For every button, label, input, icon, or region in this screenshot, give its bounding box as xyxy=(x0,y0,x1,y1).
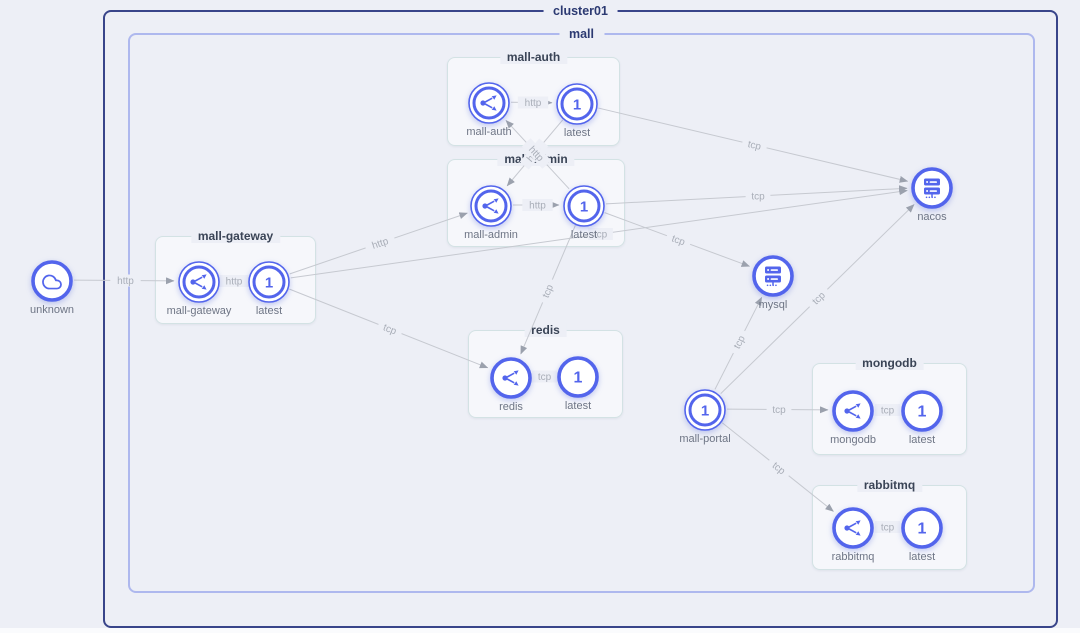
node-nacos: nacos xyxy=(877,165,987,224)
node-mall-auth-svc: mall-auth xyxy=(434,80,544,139)
node-label-rabbitmq-latest: latest xyxy=(908,551,936,563)
node-mall-admin-svc: mall-admin xyxy=(436,183,546,242)
node-circle-nacos[interactable] xyxy=(909,165,955,211)
cluster-cluster01: cluster01 xyxy=(103,4,1058,628)
node-label-redis-svc: redis xyxy=(499,401,523,413)
replica-count-icon: 1 xyxy=(580,198,588,215)
node-circle-rabbitmq-latest[interactable]: 1 xyxy=(899,505,945,551)
node-circle-mongodb-latest[interactable]: 1 xyxy=(899,388,945,434)
node-circle-redis-latest[interactable]: 1 xyxy=(555,354,601,400)
node-mall-gateway-latest: 1 latest xyxy=(214,259,324,318)
node-mysql: mysql xyxy=(718,253,828,312)
node-circle-unknown[interactable] xyxy=(29,258,75,304)
node-redis-latest: 1 latest xyxy=(523,354,633,413)
page-bottom-strip xyxy=(0,628,1080,633)
node-redis-svc: redis xyxy=(456,355,566,414)
cloud-icon xyxy=(42,274,62,290)
node-label-rabbitmq-svc: rabbitmq xyxy=(831,551,875,563)
replica-count-icon: 1 xyxy=(573,96,581,113)
node-mall-gateway-svc: mall-gateway xyxy=(144,259,254,318)
replica-count-icon: 1 xyxy=(265,274,273,291)
node-label-mall-admin-svc: mall-admin xyxy=(464,229,518,241)
node-label-mysql: mysql xyxy=(758,299,788,311)
node-circle-mall-admin-svc[interactable] xyxy=(468,183,514,229)
node-mall-auth-latest: 1 latest xyxy=(522,81,632,140)
service-icon xyxy=(844,520,861,536)
node-label-unknown: unknown xyxy=(29,304,75,316)
node-unknown: unknown xyxy=(0,258,107,317)
node-label-mongodb-svc: mongodb xyxy=(830,434,876,446)
service-icon xyxy=(482,198,499,214)
node-mongodb-svc: mongodb xyxy=(798,388,908,447)
node-label-mall-portal: mall-portal xyxy=(679,433,731,445)
node-circle-mall-auth-svc[interactable] xyxy=(466,80,512,126)
node-label-nacos: nacos xyxy=(917,211,947,223)
node-circle-mall-admin-latest[interactable]: 1 xyxy=(561,183,607,229)
node-rabbitmq-svc: rabbitmq xyxy=(798,505,908,564)
node-label-redis-latest: latest xyxy=(564,400,592,412)
replica-count-icon: 1 xyxy=(918,403,927,420)
node-rabbitmq-latest: 1 latest xyxy=(867,505,977,564)
replica-count-icon: 1 xyxy=(918,520,927,537)
replica-count-icon: 1 xyxy=(701,402,709,419)
node-label-mall-admin-latest: latest xyxy=(570,229,598,241)
node-label-mall-gateway-svc: mall-gateway xyxy=(166,305,232,317)
service-icon xyxy=(480,95,497,111)
cluster-mall: mall xyxy=(128,27,1035,593)
server-icon xyxy=(924,178,940,199)
node-mall-portal: 1 mall-portal xyxy=(650,387,760,446)
node-circle-rabbitmq-svc[interactable] xyxy=(830,505,876,551)
cluster-title-cluster01: cluster01 xyxy=(543,4,618,18)
cluster-title-mall: mall xyxy=(558,27,605,41)
group-title-redis: redis xyxy=(524,323,567,337)
replica-count-icon: 1 xyxy=(574,369,583,386)
node-circle-mongodb-svc[interactable] xyxy=(830,388,876,434)
node-label-mall-auth-svc: mall-auth xyxy=(466,126,512,138)
service-icon xyxy=(190,274,207,290)
node-label-mongodb-latest: latest xyxy=(908,434,936,446)
group-title-mall-auth: mall-auth xyxy=(499,50,568,64)
node-circle-mall-auth-latest[interactable]: 1 xyxy=(554,81,600,127)
group-title-rabbitmq: rabbitmq xyxy=(856,478,923,492)
server-icon xyxy=(765,266,781,287)
node-circle-mall-portal[interactable]: 1 xyxy=(682,387,728,433)
node-mall-admin-latest: 1 latest xyxy=(529,183,639,242)
node-label-mall-gateway-latest: latest xyxy=(255,305,283,317)
group-title-mall-admin: mall-admin xyxy=(497,152,575,166)
node-mongodb-latest: 1 latest xyxy=(867,388,977,447)
service-icon xyxy=(844,403,861,419)
node-label-mall-auth-latest: latest xyxy=(563,127,591,139)
node-circle-mall-gateway-svc[interactable] xyxy=(176,259,222,305)
node-circle-redis-svc[interactable] xyxy=(488,355,534,401)
service-icon xyxy=(502,370,519,386)
group-title-mall-gateway: mall-gateway xyxy=(190,229,281,243)
node-circle-mall-gateway-latest[interactable]: 1 xyxy=(246,259,292,305)
node-circle-mysql[interactable] xyxy=(750,253,796,299)
group-title-mongodb: mongodb xyxy=(855,356,924,370)
